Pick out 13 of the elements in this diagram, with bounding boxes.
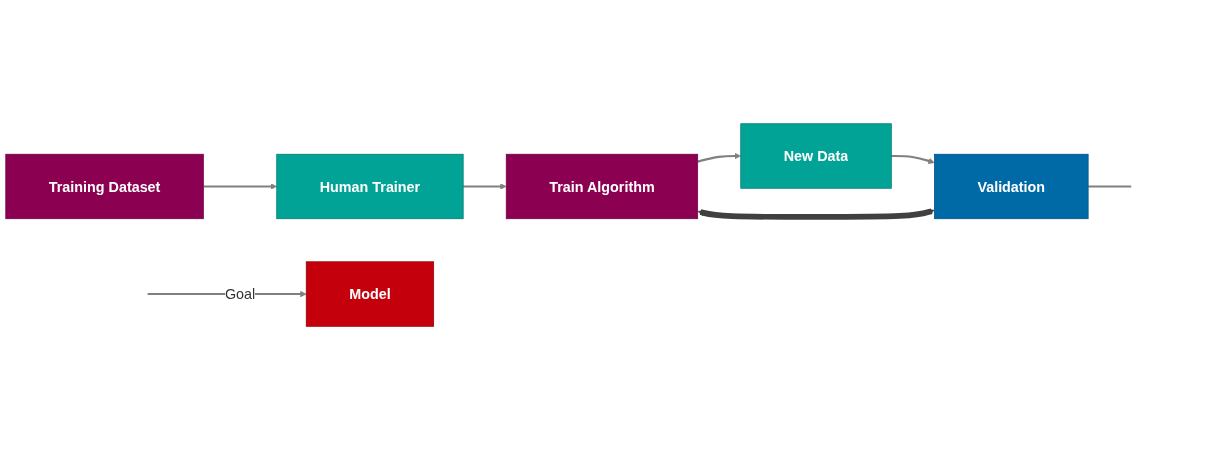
edge-label: Goal	[224, 286, 256, 303]
node-box: Validation	[934, 154, 1089, 220]
arrow	[891, 155, 935, 165]
arrow	[697, 208, 935, 221]
arrow	[697, 153, 741, 164]
arrow	[463, 183, 507, 191]
node-box: Model	[305, 261, 435, 328]
connector	[1088, 185, 1132, 189]
node-box: Human Trainer	[276, 154, 464, 220]
node-box: New Data	[740, 123, 892, 190]
arrow	[203, 183, 277, 191]
node-box: Training Dataset	[5, 154, 204, 220]
node-box: Train Algorithm	[505, 154, 699, 220]
